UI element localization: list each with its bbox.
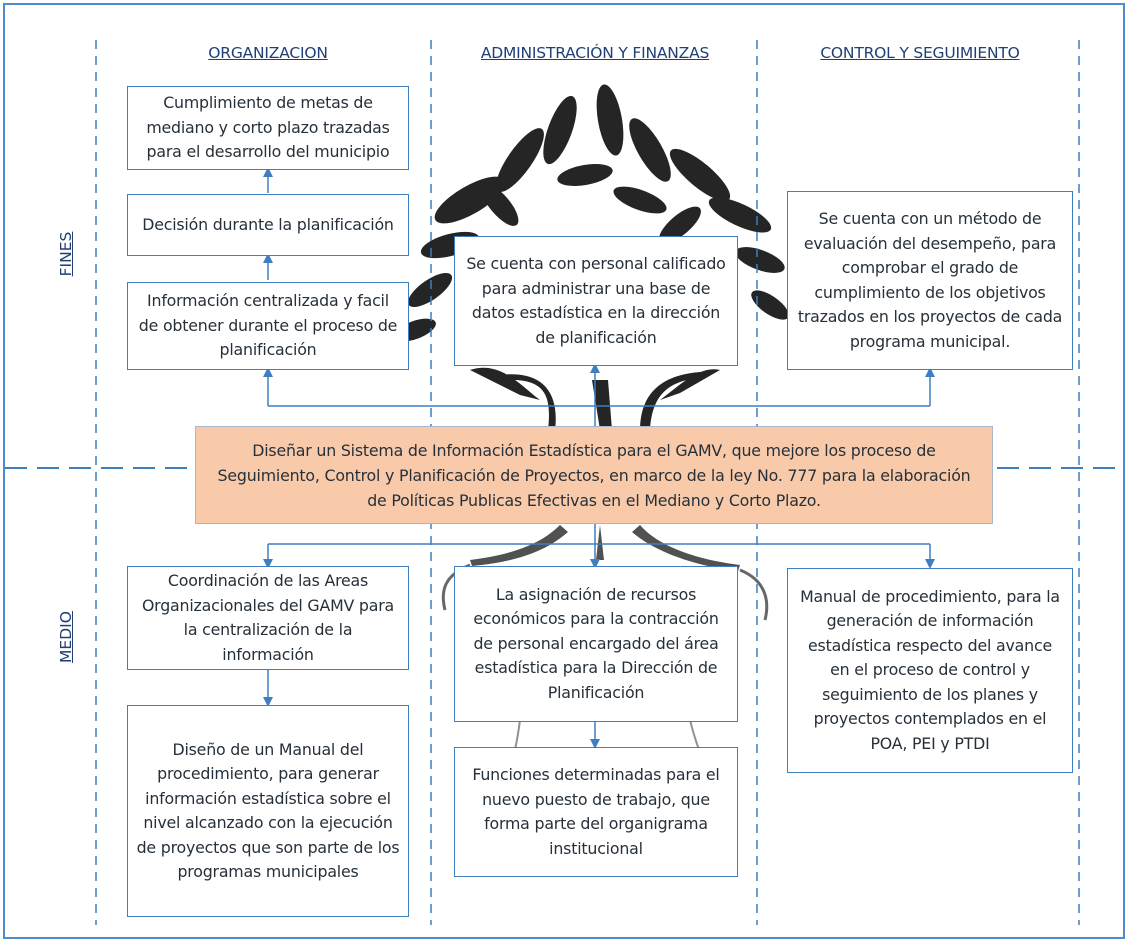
- box-text: Coordinación de las Areas Organizacional…: [141, 571, 395, 664]
- column-heading-control: CONTROL Y SEGUIMIENTO: [820, 44, 1020, 62]
- box-text: Diseño de un Manual del procedimiento, p…: [136, 739, 400, 882]
- box-informacion-centralizada: Información centralizada y facil de obte…: [127, 282, 409, 370]
- box-metodo-evaluacion: Se cuenta con un método de evaluación de…: [787, 191, 1073, 370]
- box-funciones-puesto: Funciones determinadas para el nuevo pue…: [454, 747, 738, 877]
- box-text: Se cuenta con personal calificado para a…: [466, 254, 726, 347]
- box-text: La asignación de recursos económicos par…: [473, 584, 719, 702]
- box-text: Cumplimiento de metas de mediano y corto…: [146, 93, 390, 162]
- box-decision-planificacion: Decisión durante la planificación: [127, 194, 409, 256]
- objective-text: Diseñar un Sistema de Información Estadí…: [217, 440, 971, 510]
- medio-connectors: [263, 524, 935, 749]
- box-diseno-manual: Diseño de un Manual del procedimiento, p…: [127, 705, 409, 917]
- tree-illustration: [394, 84, 789, 811]
- column-dividers: [95, 40, 1080, 925]
- box-objetivo-central: Diseñar un Sistema de Información Estadí…: [195, 426, 993, 524]
- box-cumplimiento-metas: Cumplimiento de metas de mediano y corto…: [127, 86, 409, 170]
- box-text: Manual de procedimiento, para la generac…: [800, 586, 1060, 753]
- box-text: Decisión durante la planificación: [142, 214, 394, 234]
- diagram-frame: [3, 3, 1125, 939]
- box-manual-procedimiento: Manual de procedimiento, para la generac…: [787, 568, 1073, 773]
- box-text: Información centralizada y facil de obte…: [138, 291, 398, 360]
- column-heading-organizacion: ORGANIZACION: [208, 44, 328, 62]
- box-text: Se cuenta con un método de evaluación de…: [797, 209, 1063, 351]
- box-personal-calificado: Se cuenta con personal calificado para a…: [454, 236, 738, 366]
- box-text: Funciones determinadas para el nuevo pue…: [472, 765, 720, 858]
- column-heading-administracion: ADMINISTRACIÓN Y FINANZAS: [480, 44, 710, 62]
- fines-connectors: [263, 167, 935, 426]
- row-label-medio: MEDIO: [57, 611, 75, 663]
- row-label-fines: FINES: [57, 231, 75, 277]
- box-coordinacion-areas: Coordinación de las Areas Organizacional…: [127, 566, 409, 670]
- box-asignacion-recursos: La asignación de recursos económicos par…: [454, 566, 738, 722]
